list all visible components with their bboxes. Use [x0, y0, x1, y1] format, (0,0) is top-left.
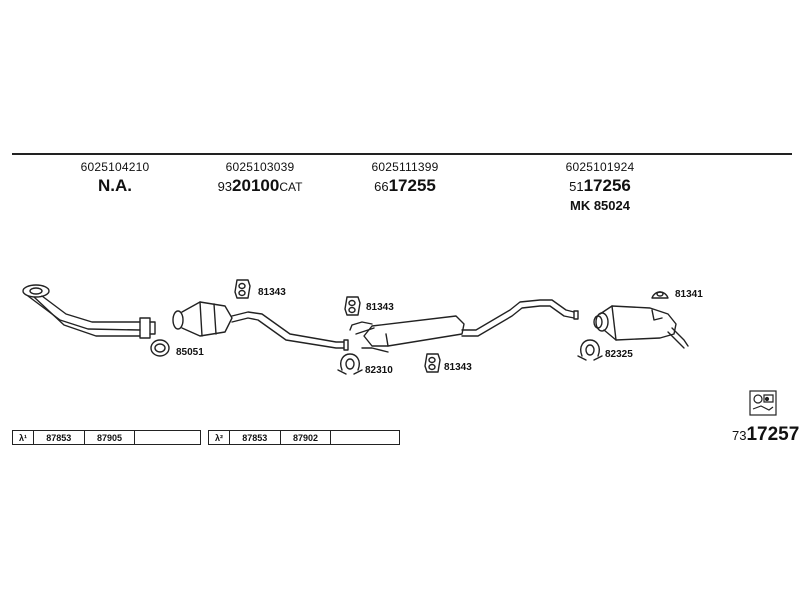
rear-silencer — [593, 305, 689, 349]
lambda-symbol: λ¹ — [13, 431, 34, 444]
column-rear-silencer: 6025101924 5117256 MK 85024 — [550, 160, 650, 213]
table-cell — [135, 431, 200, 444]
rubber-mount-81343-a — [234, 279, 251, 299]
part-code: 6025111399 — [371, 160, 439, 174]
front-pipe — [22, 284, 156, 339]
label-81341: 81341 — [675, 289, 703, 300]
label-82325: 82325 — [605, 349, 633, 360]
part-main: 17256 — [583, 176, 631, 195]
part-number: 5117256 — [550, 176, 650, 196]
part-code: 6025103039 — [225, 160, 295, 174]
part-suffix: CAT — [279, 180, 303, 194]
part-prefix: 51 — [569, 179, 584, 194]
reference-prefix: 73 — [732, 428, 747, 443]
mounting-kit: MK 85024 — [570, 198, 630, 213]
column-front-pipe: 6025104210 N.A. — [70, 160, 160, 196]
part-prefix: 66 — [374, 179, 389, 194]
gasket-85051 — [150, 339, 170, 357]
part-main: 17255 — [388, 176, 436, 195]
table-cell: 87905 — [85, 431, 136, 444]
lambda-table-2: λ² 87853 87902 — [208, 430, 400, 445]
table-cell: 87902 — [281, 431, 332, 444]
header-rule — [12, 153, 792, 155]
rubber-mount-81343-c — [424, 353, 441, 373]
part-code: 6025101924 — [565, 160, 635, 174]
clamp-82325 — [577, 339, 603, 361]
label-82310: 82310 — [365, 365, 393, 376]
part-prefix: 93 — [217, 179, 233, 194]
reference-number: 7317257 — [732, 424, 799, 446]
part-number: N.A. — [98, 176, 132, 195]
rubber-mount-81343-b — [344, 296, 361, 316]
catalyst — [172, 301, 349, 351]
column-catalyst: 6025103039 9320100CAT — [200, 160, 320, 196]
part-main: 20100 — [232, 176, 280, 195]
clamp-82310 — [337, 353, 363, 375]
exploded-parts-icon — [749, 390, 777, 416]
column-middle-silencer: 6025111399 6617255 — [355, 160, 455, 196]
label-81343: 81343 — [444, 362, 472, 373]
label-85051: 85051 — [176, 347, 204, 358]
part-code: 6025104210 — [80, 160, 150, 174]
part-number: 6617255 — [355, 176, 455, 196]
middle-silencer — [349, 299, 579, 353]
table-cell: 87853 — [230, 431, 281, 444]
part-number: 9320100CAT — [200, 176, 320, 196]
label-81343: 81343 — [258, 287, 286, 298]
lambda-symbol: λ² — [209, 431, 230, 444]
bracket-81341 — [651, 291, 669, 299]
label-81343: 81343 — [366, 302, 394, 313]
table-cell — [331, 431, 399, 444]
reference-main: 17257 — [746, 424, 800, 445]
table-cell: 87853 — [34, 431, 85, 444]
lambda-table-1: λ¹ 87853 87905 — [12, 430, 201, 445]
